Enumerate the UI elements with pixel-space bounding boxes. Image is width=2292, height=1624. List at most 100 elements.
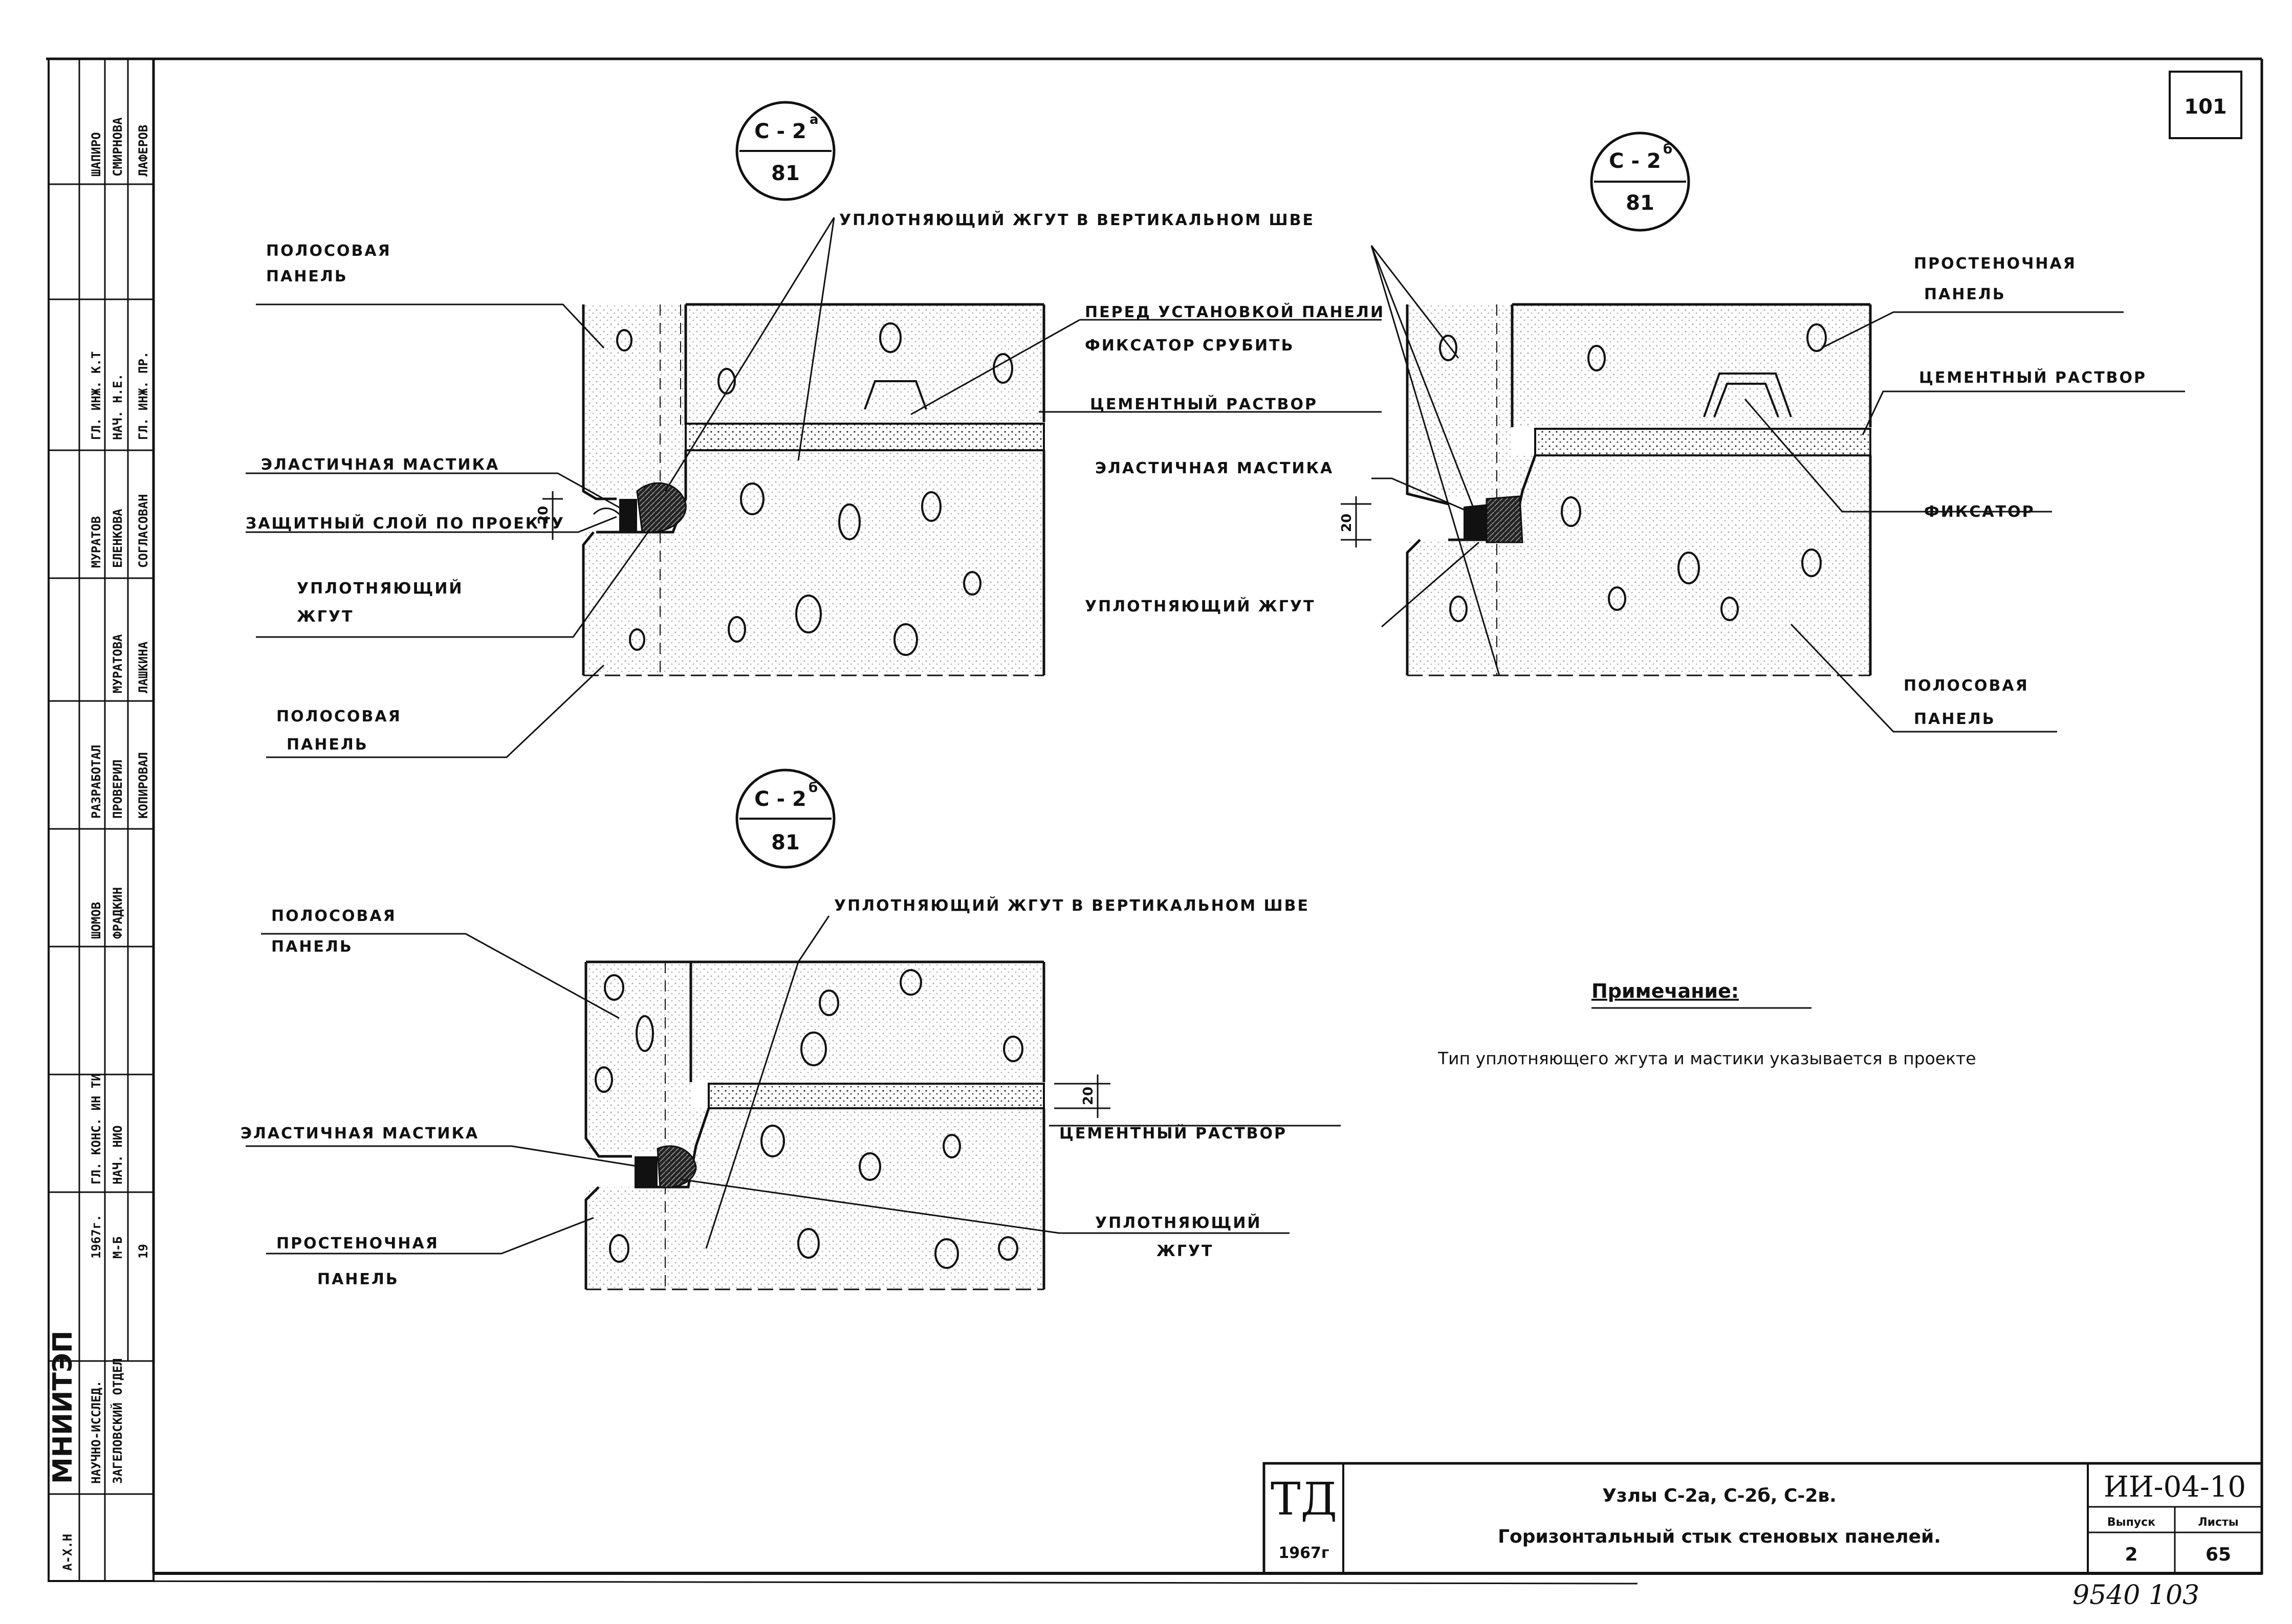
label-elastic-mastic-a: ЭЛАСТИЧНАЯ МАСТИКА [261, 456, 499, 474]
label-wall-panel-b1: ПРОСТЕНОЧНАЯ [1914, 255, 2077, 273]
node-c2v-sup: б [809, 780, 818, 796]
stamp-r1: СМИРНОВА [111, 117, 125, 177]
node-c2a-bubble: С - 2 а 81 [735, 101, 836, 201]
note: Примечание: Тип уплотняющего жгута и мас… [1437, 980, 1976, 1068]
label-strip-panel-a2: ПАНЕЛЬ [266, 268, 348, 286]
label-sealing-belt-v2: ЖГУТ [1156, 1242, 1213, 1260]
stamp-r2: ШАПИРО [89, 132, 103, 177]
label-wall-panel-b2: ПАНЕЛЬ [1924, 286, 2006, 303]
label-elastic-mastic-b: ЭЛАСТИЧНАЯ МАСТИКА [1095, 459, 1334, 477]
node-c2a-lower-panel [582, 322, 1045, 676]
stamp-r18: НАЧ. НИО [111, 1125, 125, 1184]
sheet-number-box: 101 [2169, 71, 2242, 139]
tb-code: ИИ-04-10 [2104, 1471, 2246, 1504]
stamp-r22: А-Х.Н [60, 1534, 75, 1571]
stamp-r3: ЛАФЕРОВ [136, 125, 150, 177]
tb-td: ТД [1271, 1473, 1337, 1525]
label-strip-panel-v2: ПАНЕЛЬ [271, 938, 353, 956]
node-c2v-upper-panel [584, 960, 1045, 1289]
node-c2a-top: С - 2 [754, 120, 806, 143]
label-sealing-belt-v1: УПЛОТНЯЮЩИЙ [1095, 1214, 1262, 1232]
label-sealing-belt-b: УПЛОТНЯЮЩИЙ ЖГУТ [1085, 597, 1315, 616]
node-c2b-dim-text: 20 [1339, 514, 1355, 532]
label-strip-panel-b1: ПОЛОСОВАЯ [1904, 677, 2029, 695]
stamp-r12: РАЗРАБОТАЛ [89, 745, 103, 819]
node-c2b-lower-panel [1406, 323, 1872, 676]
stamp-r14: КОПИРОВАЛ [136, 752, 150, 819]
node-c2a-sup: а [810, 112, 819, 127]
node-c2v-top: С - 2 [754, 787, 806, 811]
node-c2a-upper-panel [582, 303, 1045, 500]
stamp-r7: СОГЛАСОВАН [136, 494, 150, 568]
node-c2b-mortar [1534, 428, 1871, 456]
node-c2b-bubble: С - 2 б 81 [1590, 131, 1690, 232]
label-sealing-belt-a2: ЖГУТ [297, 608, 354, 626]
node-c2v-joint [635, 1145, 697, 1189]
label-protective-layer: ЗАЩИТНЫЙ СЛОЙ ПО ПРОЕКТУ [246, 514, 565, 533]
node-c2b-joint [1464, 495, 1523, 543]
stamp-r8: МУРАТОВ [89, 516, 103, 568]
node-c2a: С - 2 а 81 [246, 101, 1385, 758]
stamp-org-big: МНИИТЭП [48, 1331, 78, 1484]
node-c2a-bottom: 81 [771, 162, 800, 185]
label-strip-panel-v1: ПОЛОСОВАЯ [271, 907, 397, 925]
stamp-org-sub1: НАУЧНО-ИССЛЕД. [89, 1380, 103, 1484]
node-c2a-dimension: 20 [536, 491, 563, 540]
tb-issue-label: Выпуск [2107, 1516, 2155, 1529]
node-c2b: С - 2 б 81 [1085, 131, 2185, 733]
tb-title-1: Узлы С-2а, С-2б, С-2в. [1602, 1485, 1837, 1506]
node-c2v-leaders [246, 915, 1341, 1255]
stamp-r19: 1967г. [89, 1214, 103, 1259]
node-c2v-bubble: С - 2 б 81 [735, 769, 836, 869]
tb-title-2: Горизонтальный стык стеновых панелей. [1498, 1526, 1941, 1547]
label-fixator-remove-1: ПЕРЕД УСТАНОВКОЙ ПАНЕЛИ [1085, 303, 1385, 321]
label-strip-panel-a4: ПАНЕЛЬ [287, 736, 368, 754]
stamp-org-sub2: ЗАГЕЛОВСКИЙ ОТДЕЛ [110, 1358, 125, 1484]
stamp-r15: ШОМОВ [89, 902, 103, 939]
label-cement-v: ЦЕМЕНТНЫЙ РАСТВОР [1059, 1124, 1287, 1143]
tb-sheet-label: Листы [2198, 1516, 2238, 1529]
label-strip-panel-a3: ПОЛОСОВАЯ [276, 708, 402, 726]
label-wall-panel-v1: ПРОСТЕНОЧНАЯ [276, 1235, 439, 1253]
label-wall-panel-v2: ПАНЕЛЬ [317, 1270, 399, 1288]
stamp-r17: ГЛ. КОНС. ИН ТИ [89, 1073, 103, 1184]
stamp-r5: ГЛ. ИНЖ. К.Т [89, 352, 103, 440]
tb-sheet: 65 [2206, 1544, 2231, 1565]
node-c2a-mortar [685, 423, 1045, 451]
node-c2v-dim-text: 20 [1081, 1087, 1096, 1105]
label-strip-panel-a1: ПОЛОСОВАЯ [266, 242, 391, 260]
node-c2a-leaders [246, 217, 1382, 758]
label-sealing-belt-a1: УПЛОТНЯЮЩИЙ [297, 579, 464, 598]
sheet-number: 101 [2184, 95, 2227, 119]
stamp-r20: М-Б [111, 1237, 125, 1259]
note-title: Примечание: [1591, 980, 1739, 1002]
title-block: ТД 1967г Узлы С-2а, С-2б, С-2в. Горизонт… [1262, 1462, 2263, 1575]
node-c2b-bottom: 81 [1626, 191, 1654, 215]
stamp-r10: МУРАТОВА [111, 634, 125, 693]
node-c2b-sup: б [1663, 142, 1672, 157]
label-belt-vertical-v: УПЛОТНЯЮЩИЙ ЖГУТ В ВЕРТИКАЛЬНОМ ШВЕ [834, 896, 1309, 915]
node-c2b-top: С - 2 [1609, 149, 1661, 173]
note-text: Тип уплотняющего жгута и мастики указыва… [1437, 1048, 1976, 1068]
stamp-r13: ПРОВЕРИЛ [111, 759, 125, 819]
label-cement-a: ЦЕМЕНТНЫЙ РАСТВОР [1090, 395, 1318, 413]
side-stamp: СМИРНОВА ШАПИРО ЛАФЕРОВ НАЧ. Н.Е. ГЛ. ИН… [48, 58, 155, 1582]
node-c2b-upper-panel [1406, 303, 1872, 675]
label-fixator-remove-2: ФИКСАТОР СРУБИТЬ [1085, 337, 1294, 355]
node-c2v-bottom: 81 [771, 831, 800, 854]
label-elastic-mastic-v: ЭЛАСТИЧНАЯ МАСТИКА [241, 1125, 479, 1143]
tb-year: 1967г [1278, 1544, 1329, 1562]
node-c2b-leaders [1370, 245, 2185, 733]
node-c2b-dimension: 20 [1339, 496, 1371, 547]
label-fixator-b: ФИКСАТОР [1924, 503, 2035, 521]
label-belt-vertical: УПЛОТНЯЮЩИЙ ЖГУТ В ВЕРТИКАЛЬНОМ ШВЕ [839, 211, 1315, 229]
tb-issue: 2 [2125, 1544, 2137, 1565]
node-c2v-mortar [708, 1083, 1045, 1109]
stamp-r21: 19 [136, 1244, 150, 1259]
stamp-r16: ФРАДКИН [111, 887, 125, 939]
label-cement-b: ЦЕМЕНТНЫЙ РАСТВОР [1919, 368, 2147, 387]
node-c2v: С - 2 б 81 [241, 769, 1341, 1290]
node-c2a-dim-text: 20 [536, 506, 551, 524]
node-c2v-dimension: 20 [1054, 1074, 1110, 1118]
